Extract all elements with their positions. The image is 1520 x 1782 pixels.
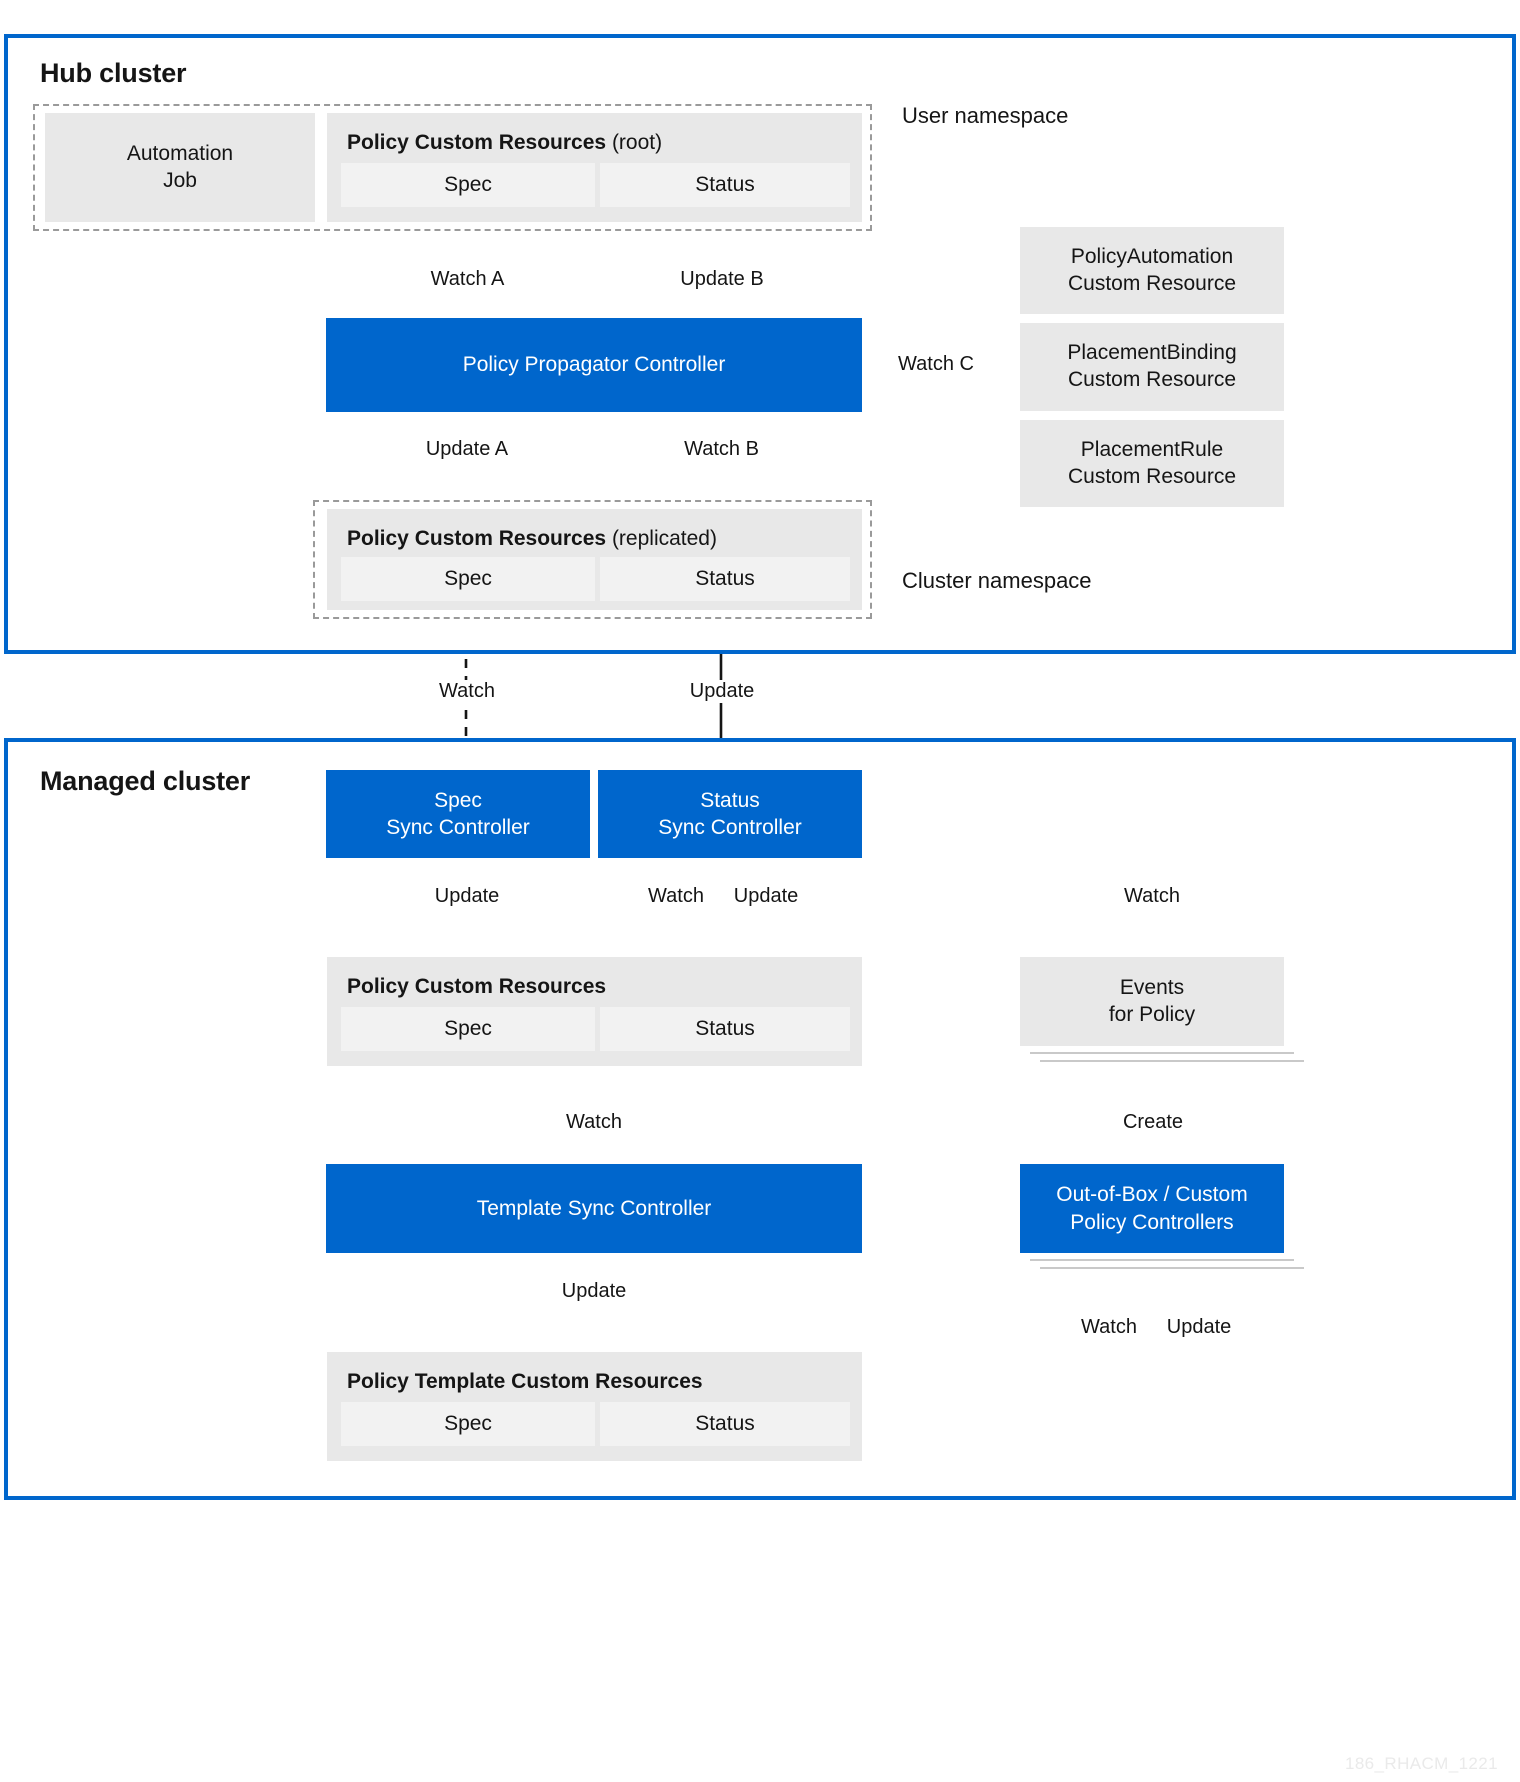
controllers-stack-line-1 — [1030, 1259, 1294, 1261]
edge-label-template-update: Update — [545, 1280, 643, 1303]
policy-cr-replicated-title: Policy Custom Resources (replicated) — [347, 527, 717, 551]
edge-label-bridge-update: Update — [673, 680, 771, 703]
edge-label-events-watch: Watch — [1108, 885, 1196, 908]
policy-cr-root-spec: Spec — [341, 163, 595, 207]
placementrule-custom-resource: PlacementRule Custom Resource — [1020, 420, 1284, 507]
user-namespace-frame — [33, 104, 872, 231]
edge-label-ctrl-watch: Watch — [1065, 1316, 1153, 1339]
spec-sync-controller-line2: Sync Controller — [386, 816, 530, 839]
edge-label-update-a: Update A — [417, 438, 517, 461]
policyautomation-line1: PolicyAutomation — [1070, 244, 1234, 268]
edge-label-status-watch: Watch — [632, 885, 720, 908]
status-sync-controller-line1: Status — [700, 788, 760, 812]
controllers-stack-line-2 — [1040, 1267, 1304, 1269]
policy-cr-root-qualifier: (root) — [611, 131, 663, 154]
edge-label-watch-c: Watch C — [888, 353, 984, 376]
policy-cr-replicated-qualifier: (replicated) — [611, 527, 717, 550]
policy-cr-root-title: Policy Custom Resources (root) — [347, 131, 662, 155]
policy-controllers-line1: Out-of-Box / Custom — [1056, 1183, 1248, 1207]
policy-cr-replicated-spec: Spec — [341, 557, 595, 601]
managed-policy-cr-spec: Spec — [341, 1007, 595, 1051]
edge-label-spec-update: Update — [417, 885, 517, 908]
managed-policy-cr-title: Policy Custom Resources — [347, 975, 607, 998]
policy-cr-replicated-status: Status — [600, 557, 850, 601]
managed-policy-cr-status: Status — [600, 1007, 850, 1051]
policy-cr-root-title-text: Policy Custom Resources — [347, 131, 607, 154]
placementbinding-custom-resource: PlacementBinding Custom Resource — [1020, 323, 1284, 411]
automation-job-line2: Job — [163, 168, 197, 192]
policy-template-cr-status: Status — [600, 1402, 850, 1446]
template-sync-controller-label: Template Sync Controller — [476, 1196, 712, 1220]
status-sync-controller[interactable]: Status Sync Controller — [598, 770, 862, 858]
managed-cluster-title: Managed cluster — [40, 766, 251, 796]
edge-label-create: Create — [1108, 1111, 1198, 1134]
policy-cr-root-status: Status — [600, 163, 850, 207]
automation-job-line1: Automation — [126, 141, 234, 165]
events-stack-line-2 — [1040, 1060, 1304, 1062]
events-stack-line-1 — [1030, 1052, 1294, 1054]
automation-job-box: Automation Job — [45, 113, 315, 222]
policy-cr-root-panel: Policy Custom Resources (root) Spec Stat… — [327, 113, 862, 222]
policy-controllers-box[interactable]: Out-of-Box / Custom Policy Controllers — [1020, 1164, 1284, 1253]
cluster-namespace-frame — [313, 500, 872, 619]
user-namespace-label: User namespace — [902, 103, 1069, 128]
events-for-policy-line1: Events — [1119, 975, 1185, 999]
policy-template-cr-panel: Policy Template Custom Resources Spec St… — [327, 1352, 862, 1461]
status-sync-controller-line2: Sync Controller — [658, 816, 802, 839]
template-sync-controller[interactable]: Template Sync Controller — [326, 1164, 862, 1253]
watermark: 186_RHACM_1221 — [1344, 1754, 1498, 1773]
edge-label-update-b: Update B — [672, 268, 772, 291]
spec-sync-controller-line1: Spec — [434, 788, 482, 812]
placementbinding-line2: Custom Resource — [1067, 368, 1237, 391]
spec-sync-controller[interactable]: Spec Sync Controller — [326, 770, 590, 858]
cluster-namespace-label: Cluster namespace — [902, 568, 1092, 593]
events-for-policy-line2: for Policy — [1108, 1002, 1196, 1026]
events-for-policy-box: Events for Policy — [1020, 957, 1284, 1046]
placementrule-line1: PlacementRule — [1080, 437, 1224, 461]
policy-controllers-line2: Policy Controllers — [1070, 1210, 1234, 1234]
policy-propagator-controller[interactable]: Policy Propagator Controller — [326, 318, 862, 412]
policy-propagator-controller-label: Policy Propagator Controller — [462, 353, 726, 377]
placementrule-line2: Custom Resource — [1067, 464, 1237, 488]
edge-label-bridge-watch: Watch — [423, 680, 511, 703]
policy-cr-replicated-panel: Policy Custom Resources (replicated) Spe… — [327, 509, 862, 610]
policy-template-cr-spec: Spec — [341, 1402, 595, 1446]
managed-policy-cr-panel: Policy Custom Resources Spec Status — [327, 957, 862, 1066]
policyautomation-line2: Custom Resource — [1067, 271, 1237, 295]
policy-template-cr-title: Policy Template Custom Resources — [347, 1370, 703, 1393]
edge-label-ctrl-update: Update — [1150, 1316, 1248, 1339]
edge-label-status-update: Update — [717, 885, 815, 908]
placementbinding-line1: PlacementBinding — [1067, 341, 1237, 365]
edge-label-template-watch: Watch — [550, 1111, 638, 1134]
policyautomation-custom-resource: PolicyAutomation Custom Resource — [1020, 227, 1284, 314]
policy-cr-replicated-title-text: Policy Custom Resources — [347, 527, 607, 550]
edge-label-watch-a: Watch A — [420, 268, 515, 291]
edge-label-watch-b: Watch B — [674, 438, 769, 461]
hub-cluster-title: Hub cluster — [40, 58, 187, 88]
